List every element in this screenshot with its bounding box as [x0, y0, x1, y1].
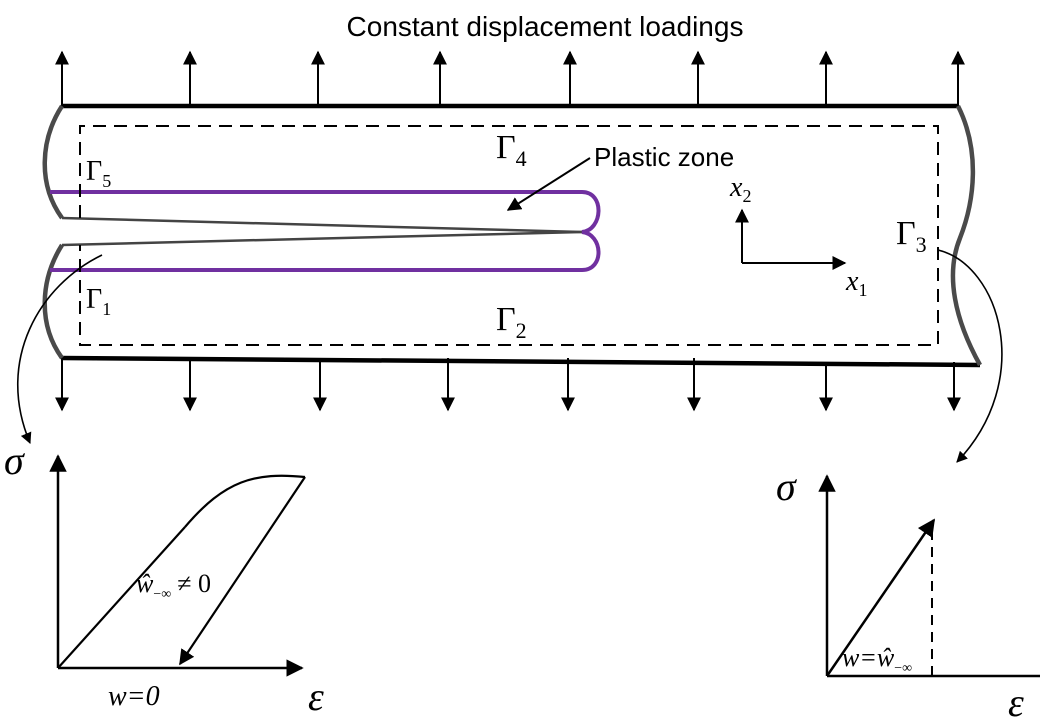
gamma3-to-right-plot-pointer — [937, 249, 1003, 463]
x2-label: x2 — [729, 172, 751, 206]
left-plot-hardening-curve — [184, 474, 306, 528]
left-plot-epsilon: ε — [308, 674, 324, 719]
left-stress-strain-plot: σ ε ŵ−∞≠ 0 w=0 — [4, 438, 324, 719]
left-plot-w-hat-label: ŵ−∞≠ 0 — [136, 569, 211, 602]
gamma-2-label: Γ2 — [496, 301, 527, 343]
crack-lower-face — [61, 230, 583, 247]
plate-left-edge-lower — [42, 243, 64, 360]
plastic-zone-pointer — [506, 157, 591, 211]
loading-title: Constant displacement loadings — [347, 11, 744, 42]
right-stress-strain-plot: σ ε w=ŵ−∞ — [776, 464, 1040, 722]
gamma1-to-left-plot-pointer — [16, 254, 103, 445]
gamma-3-label: Γ3 — [896, 215, 927, 257]
bottom-load-arrows — [55, 358, 961, 412]
plate-bottom-edge — [61, 355, 981, 368]
plate-right-edge — [950, 104, 982, 367]
plastic-zone-label: Plastic zone — [594, 142, 734, 172]
crack-upper-face — [61, 216, 583, 234]
x1-label: x1 — [845, 266, 867, 300]
plastic-zone-boundary — [50, 190, 601, 272]
left-plot-loading-line — [57, 526, 186, 669]
top-load-arrows — [55, 50, 965, 106]
right-plot-loading-line — [825, 518, 936, 677]
left-plot-unloading-line — [179, 476, 306, 666]
right-plot-sigma: σ — [776, 464, 797, 509]
right-plot-epsilon: ε — [1008, 680, 1024, 722]
gamma-1-label: Γ1 — [86, 284, 111, 319]
plate-left-edge-upper — [42, 104, 64, 220]
left-plot-w-zero-label: w=0 — [108, 681, 160, 712]
integration-contour — [79, 125, 939, 346]
left-plot-sigma: σ — [4, 438, 25, 483]
right-plot-w-label: w=ŵ−∞ — [842, 643, 912, 676]
gamma-4-label: Γ4 — [496, 129, 527, 171]
gamma-5-label: Γ5 — [86, 156, 111, 191]
